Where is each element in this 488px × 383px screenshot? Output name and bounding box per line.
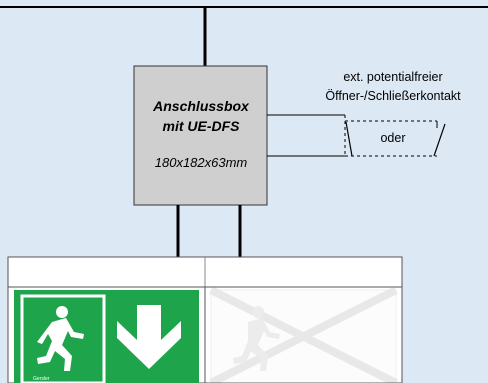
nc-contact-blade [345, 121, 353, 157]
connection-box [133, 65, 268, 206]
sign-brand: Gersler [33, 376, 50, 382]
contact-label-line2: Öffner-/Schließerkontakt [325, 89, 461, 103]
contact-label-line1: ext. potentialfreier [343, 70, 442, 84]
running-man-icon [37, 306, 84, 371]
box-title-line1: Anschlussbox [152, 98, 250, 114]
or-label: oder [380, 131, 405, 145]
box-title-line2: mit UE-DFS [163, 118, 241, 134]
faded-sign [209, 286, 398, 383]
exit-sign-inner-frame [20, 294, 106, 383]
luminaire-body-right [204, 286, 403, 383]
box-dimensions: 180x182x63mm [155, 155, 248, 170]
no-contact-blade [433, 123, 446, 157]
arrow-down-icon [117, 305, 181, 369]
